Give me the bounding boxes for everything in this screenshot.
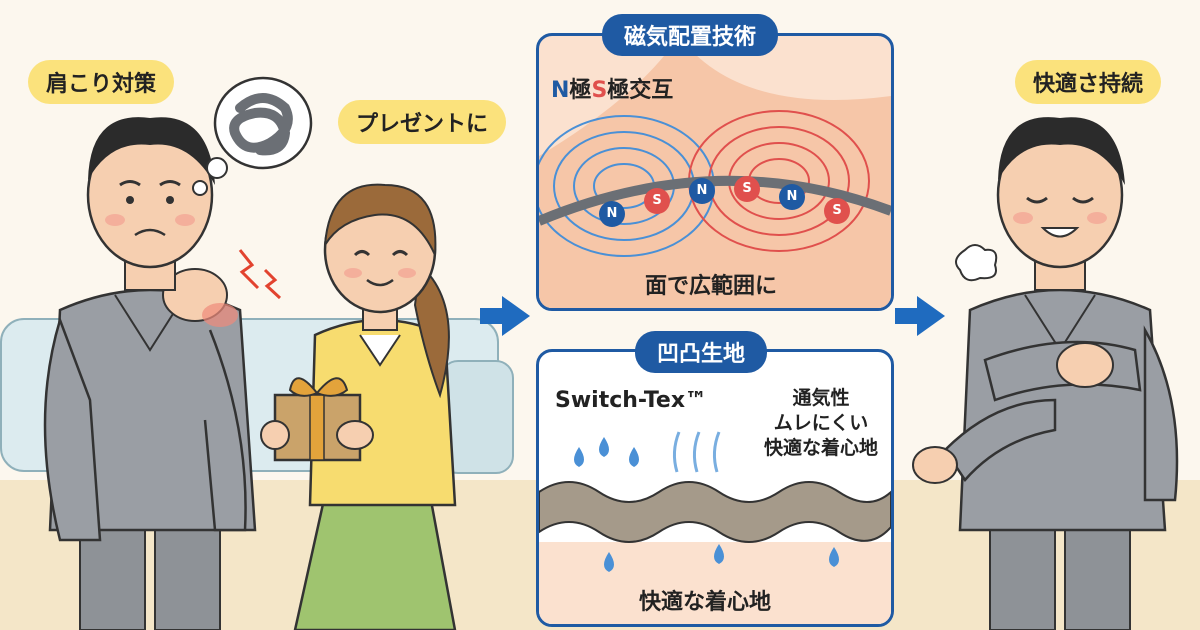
fabric-footer: 快適な着心地 [639, 590, 772, 615]
magnet-s-2: S [734, 176, 760, 202]
magnet-panel: N極S極交互 N S N S N S 面で広範囲に [536, 33, 894, 311]
fabric-panel-title: 凹凸生地 [635, 331, 768, 373]
label-present: プレゼントに [338, 100, 507, 144]
caption-s: S [591, 78, 608, 103]
fabric-diagram [539, 431, 891, 624]
magnet-caption: N極S極交互 [551, 72, 673, 104]
fabric-brand: Switch-Tex™ [555, 388, 708, 413]
magnet-n-3: N [779, 184, 805, 210]
man-shoulder-pain-illustration [43, 117, 282, 630]
fabric-benefits: 通気性 ムレにくい 快適な着心地 [761, 386, 881, 461]
benefit-comfortable: 快適な着心地 [763, 437, 878, 459]
magnet-row: N S N S N S [599, 166, 859, 227]
caption-mid: 極 [569, 78, 592, 103]
caption-n: N [551, 78, 570, 103]
woman-with-gift-illustration [260, 183, 457, 630]
label-comfort-last: 快適さ持続 [1015, 60, 1162, 104]
benefit-breathable: 通気性 [792, 387, 850, 409]
magnet-s-3: S [824, 198, 850, 224]
magnet-panel-title: 磁気配置技術 [602, 14, 779, 56]
arrow-right-2 [895, 296, 945, 336]
label-shoulder-stiffness: 肩こり対策 [28, 60, 175, 104]
magnet-n-1: N [599, 201, 625, 227]
magnet-n-2: N [689, 178, 715, 204]
magnet-s-1: S [644, 188, 670, 214]
magnet-footer: 面で広範囲に [645, 274, 778, 299]
caption-rest: 極交互 [607, 78, 674, 103]
fabric-panel: Switch-Tex™ 通気性 ムレにくい 快適な着心地 快適な着心地 [536, 349, 894, 627]
magnetic-field-diagram [539, 36, 891, 308]
man-comfortable-illustration [912, 117, 1179, 630]
thought-bubble-knot-icon [192, 76, 313, 196]
benefit-less-stuffy: ムレにくい [773, 412, 869, 434]
arrow-right-1 [480, 296, 530, 336]
